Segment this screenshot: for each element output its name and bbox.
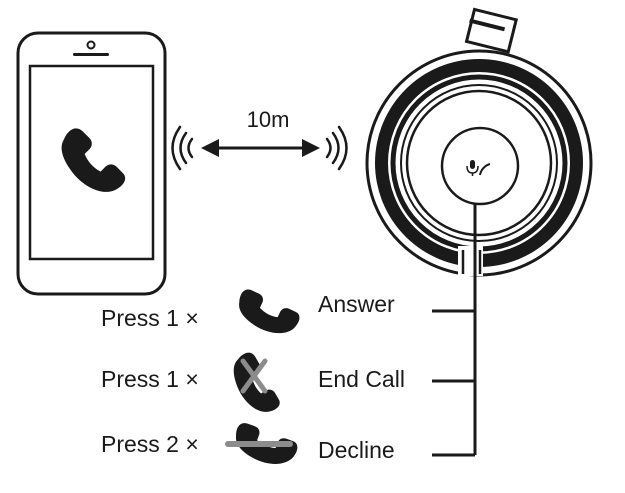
press-label: Press 1 × <box>101 305 199 331</box>
signal-waves-right-icon <box>325 125 348 171</box>
action-row: Press 1 × End Call <box>101 349 405 416</box>
action-label: Answer <box>318 291 395 317</box>
connector-lines <box>432 204 477 457</box>
handset-crossed-icon <box>224 349 291 416</box>
action-label: Decline <box>318 437 395 463</box>
microphone-button-icon <box>466 160 491 176</box>
handset-icon <box>234 275 304 345</box>
range-label: 10m <box>247 107 290 132</box>
front-camera <box>86 40 96 50</box>
press-label: Press 2 × <box>101 431 199 457</box>
headphone-earcup <box>365 7 593 277</box>
headphone-button[interactable] <box>440 126 520 206</box>
signal-waves-left-icon <box>171 125 194 171</box>
double-arrow-icon <box>201 139 320 157</box>
action-row: Press 1 × Answer <box>101 275 395 345</box>
action-row: Press 2 × Decline <box>101 406 395 478</box>
press-label: Press 1 × <box>101 366 199 392</box>
handset-struck-icon <box>225 406 302 478</box>
smartphone <box>16 31 167 296</box>
headband-slider <box>464 7 519 54</box>
action-label: End Call <box>318 366 405 392</box>
earpiece <box>73 53 109 56</box>
